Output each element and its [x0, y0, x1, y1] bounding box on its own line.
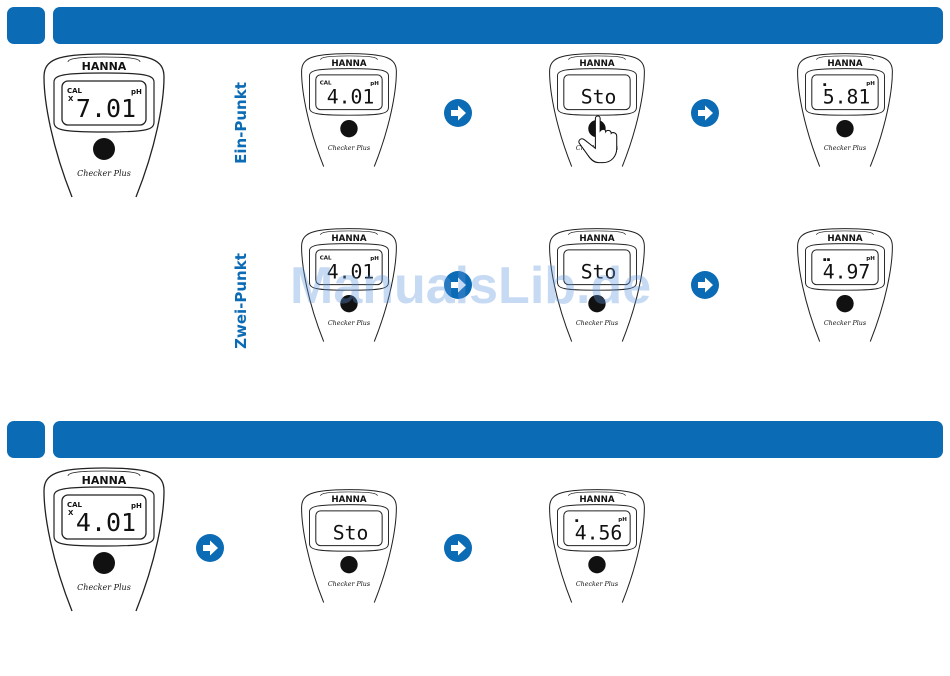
ph-meter-1: HANNA CAL X pH 7.01 Checker Plus: [42, 52, 166, 198]
meter-body-svg: HANNA CAL X pH 7.01 Checker Plus: [43, 53, 165, 198]
meter-body-svg: HANNA ▪ pH 5.81 Checker Plus: [797, 53, 893, 167]
meter-button[interactable]: [340, 294, 358, 313]
section-2-header-bar: [53, 421, 943, 458]
ph-meter-7: HANNA ▪▪ pH 4.97 Checker Plus: [796, 227, 894, 342]
model-label: Checker Plus: [328, 320, 371, 327]
lcd-reading: 4.56: [575, 521, 623, 544]
lcd-reading: 7.01: [76, 94, 136, 123]
hanna-logo: HANNA: [331, 59, 366, 69]
ph-meter-5: HANNA CAL pH 4.01 Checker Plus: [300, 227, 398, 342]
meter-body-svg: HANNA CAL X pH 4.01 Checker Plus: [43, 467, 165, 612]
meter-button[interactable]: [588, 294, 606, 313]
section-1-number-badge: [7, 7, 45, 44]
lcd-reading: 4.01: [327, 260, 375, 283]
ph-unit: pH: [618, 517, 627, 523]
ph-meter-2: HANNA CAL pH 4.01 Checker Plus: [300, 52, 398, 167]
cal-indicator: CAL: [67, 501, 83, 509]
meter-body-svg: HANNA CAL pH 4.01 Checker Plus: [301, 228, 397, 342]
cal-indicator: CAL: [320, 255, 332, 261]
cal-indicator: CAL: [67, 87, 83, 95]
meter-body-svg: HANNA ▪ pH 4.56 Checker Plus: [549, 489, 645, 603]
hanna-logo: HANNA: [82, 474, 127, 487]
lcd-reading: 4.01: [327, 85, 375, 108]
hanna-logo: HANNA: [827, 59, 862, 69]
lcd-display: [315, 510, 383, 547]
buffer-indicator: ▪: [575, 518, 579, 524]
meter-button[interactable]: [340, 555, 358, 574]
cal-indicator: CAL: [320, 80, 332, 86]
meter-button[interactable]: [588, 555, 606, 574]
ph-meter-4: HANNA ▪ pH 5.81 Checker Plus: [796, 52, 894, 167]
ph-meter-3: HANNA Sto Checker Plus: [548, 52, 646, 167]
hanna-logo: HANNA: [827, 234, 862, 244]
ph-unit: pH: [131, 502, 142, 510]
model-label: Checker Plus: [77, 169, 131, 178]
meter-button[interactable]: [93, 552, 115, 574]
ph-unit: pH: [866, 256, 875, 262]
model-label: Checker Plus: [824, 145, 867, 152]
ph-meter-6: HANNA Sto Checker Plus: [548, 227, 646, 342]
next-step-arrow-icon-4: [691, 271, 719, 299]
ph-meter-10: HANNA ▪ pH 4.56 Checker Plus: [548, 488, 646, 603]
section-1-header-bar: [53, 7, 943, 44]
hanna-logo: HANNA: [82, 60, 127, 73]
meter-body-svg: HANNA Sto Checker Plus: [549, 228, 645, 342]
model-label: Checker Plus: [328, 581, 371, 588]
ph-unit: pH: [370, 81, 379, 87]
hanna-logo: HANNA: [331, 495, 366, 505]
lcd-display: [61, 494, 147, 540]
lcd-reading: 4.97: [823, 260, 871, 283]
hanna-logo: HANNA: [579, 234, 614, 244]
lcd-display: [315, 74, 383, 111]
ph-unit: pH: [370, 256, 379, 262]
model-label: Checker Plus: [77, 583, 131, 592]
lcd-reading: Sto: [581, 85, 617, 108]
hanna-logo: HANNA: [579, 59, 614, 69]
hanna-logo: HANNA: [579, 495, 614, 505]
meter-body-svg: HANNA Sto Checker Plus: [301, 489, 397, 603]
ph-unit: pH: [131, 88, 142, 96]
next-step-arrow-icon-6: [444, 534, 472, 562]
next-step-arrow-icon-3: [444, 271, 472, 299]
lcd-display: [563, 74, 631, 111]
buffer-mark: X: [68, 509, 74, 517]
lcd-display: [563, 249, 631, 286]
lcd-reading: 5.81: [823, 85, 871, 108]
buffer-mark: X: [68, 95, 74, 103]
pointing-hand-icon: [578, 115, 618, 164]
model-label: Checker Plus: [824, 320, 867, 327]
ph-meter-8: HANNA CAL X pH 4.01 Checker Plus: [42, 466, 166, 612]
next-step-arrow-icon-1: [444, 99, 472, 127]
meter-button[interactable]: [836, 119, 854, 138]
row-label-two-point: Zwei-Punkt: [232, 253, 250, 349]
lcd-reading: 4.01: [76, 508, 136, 537]
lcd-display: [315, 249, 383, 286]
lcd-reading: Sto: [333, 521, 369, 544]
meter-body-svg: HANNA CAL pH 4.01 Checker Plus: [301, 53, 397, 167]
buffer-indicator: ▪: [823, 82, 827, 88]
section-2-number-badge: [7, 421, 45, 458]
lcd-reading: Sto: [581, 260, 617, 283]
ph-unit: pH: [866, 81, 875, 87]
buffer-indicator: ▪▪: [823, 257, 831, 263]
lcd-display: [811, 249, 879, 286]
meter-button[interactable]: [836, 294, 854, 313]
meter-button[interactable]: [340, 119, 358, 138]
lcd-display: [61, 80, 147, 126]
next-step-arrow-icon-5: [196, 534, 224, 562]
lcd-display: [563, 510, 631, 547]
row-label-one-point: Ein-Punkt: [232, 82, 250, 164]
meter-body-svg: HANNA ▪▪ pH 4.97 Checker Plus: [797, 228, 893, 342]
model-label: Checker Plus: [576, 320, 619, 327]
meter-button[interactable]: [93, 138, 115, 160]
lcd-display: [811, 74, 879, 111]
next-step-arrow-icon-2: [691, 99, 719, 127]
model-label: Checker Plus: [328, 145, 371, 152]
model-label: Checker Plus: [576, 581, 619, 588]
ph-meter-9: HANNA Sto Checker Plus: [300, 488, 398, 603]
hanna-logo: HANNA: [331, 234, 366, 244]
meter-body-svg: HANNA Sto Checker Plus: [549, 53, 645, 167]
